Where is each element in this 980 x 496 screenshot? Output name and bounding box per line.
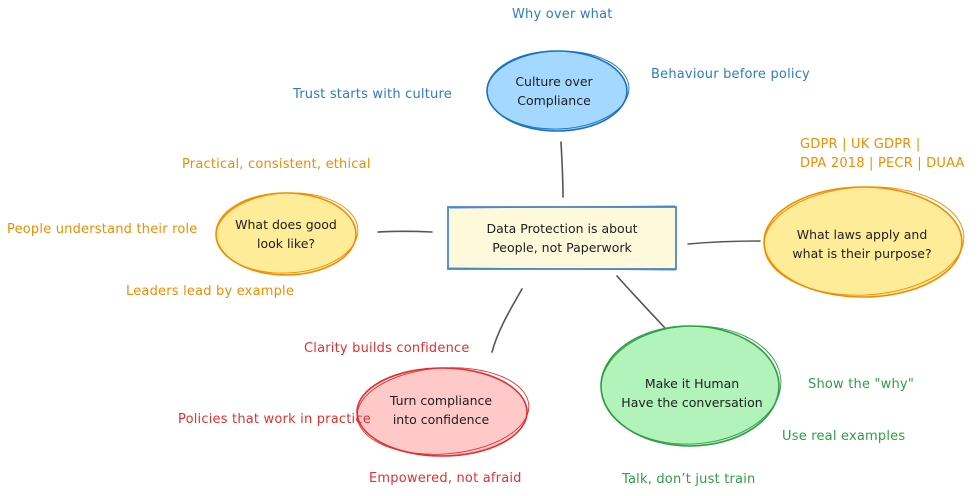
connector-human <box>616 275 666 329</box>
node-laws-text: What laws apply and what is their purpos… <box>792 225 931 263</box>
central-topic-line1: Data Protection is about <box>486 221 638 236</box>
note-culture-why: Why over what <box>512 7 613 22</box>
note-culture-behaviour: Behaviour before policy <box>651 67 810 82</box>
note-culture-trust: Trust starts with culture <box>293 87 452 102</box>
note-confidence-empowered: Empowered, not afraid <box>369 471 522 486</box>
note-confidence-policies: Policies that work in practice <box>178 412 371 427</box>
node-laws-line2: what is their purpose? <box>792 246 932 261</box>
node-confidence-line2: into confidence <box>392 412 490 427</box>
node-good-line2: look like? <box>256 236 316 251</box>
connector-culture <box>560 141 564 198</box>
note-laws-line2: DPA 2018 | PECR | DUAA <box>800 156 965 171</box>
node-good-text: What does good look like? <box>235 215 337 253</box>
node-culture-line1: Culture over <box>515 74 593 89</box>
node-human-line2: Have the conversation <box>621 395 763 410</box>
node-culture[interactable] <box>486 49 631 132</box>
node-good-line1: What does good <box>235 217 337 232</box>
connector-good <box>377 230 433 233</box>
note-human-talk: Talk, don’t just train <box>622 472 756 487</box>
note-human-real-examples: Use real examples <box>782 429 906 444</box>
node-culture-line2: Compliance <box>517 93 591 108</box>
node-human[interactable] <box>598 321 784 448</box>
note-laws-line1: GDPR | UK GDPR | <box>800 137 921 152</box>
node-confidence-line1: Turn compliance <box>389 393 493 408</box>
node-confidence-text: Turn compliance into confidence <box>390 391 492 429</box>
note-human-show-why: Show the "why" <box>808 377 915 392</box>
node-confidence[interactable] <box>354 362 532 460</box>
connector-confidence <box>491 288 523 353</box>
note-good-people: People understand their role <box>7 222 198 237</box>
central-topic-text: Data Protection is about People, not Pap… <box>486 219 637 257</box>
connector-laws <box>687 240 761 245</box>
node-good[interactable] <box>214 189 360 276</box>
node-human-line1: Make it Human <box>644 376 740 391</box>
central-topic-line2: People, not Paperwork <box>492 240 632 255</box>
central-topic-box[interactable] <box>446 205 677 271</box>
note-confidence-clarity: Clarity builds confidence <box>304 341 470 356</box>
node-laws-line1: What laws apply and <box>796 227 928 242</box>
node-human-text: Make it Human Have the conversation <box>621 374 762 412</box>
node-laws[interactable] <box>761 182 966 300</box>
node-culture-text: Culture over Compliance <box>515 72 592 110</box>
note-good-leaders: Leaders lead by example <box>126 284 295 299</box>
note-good-practical: Practical, consistent, ethical <box>182 157 371 172</box>
